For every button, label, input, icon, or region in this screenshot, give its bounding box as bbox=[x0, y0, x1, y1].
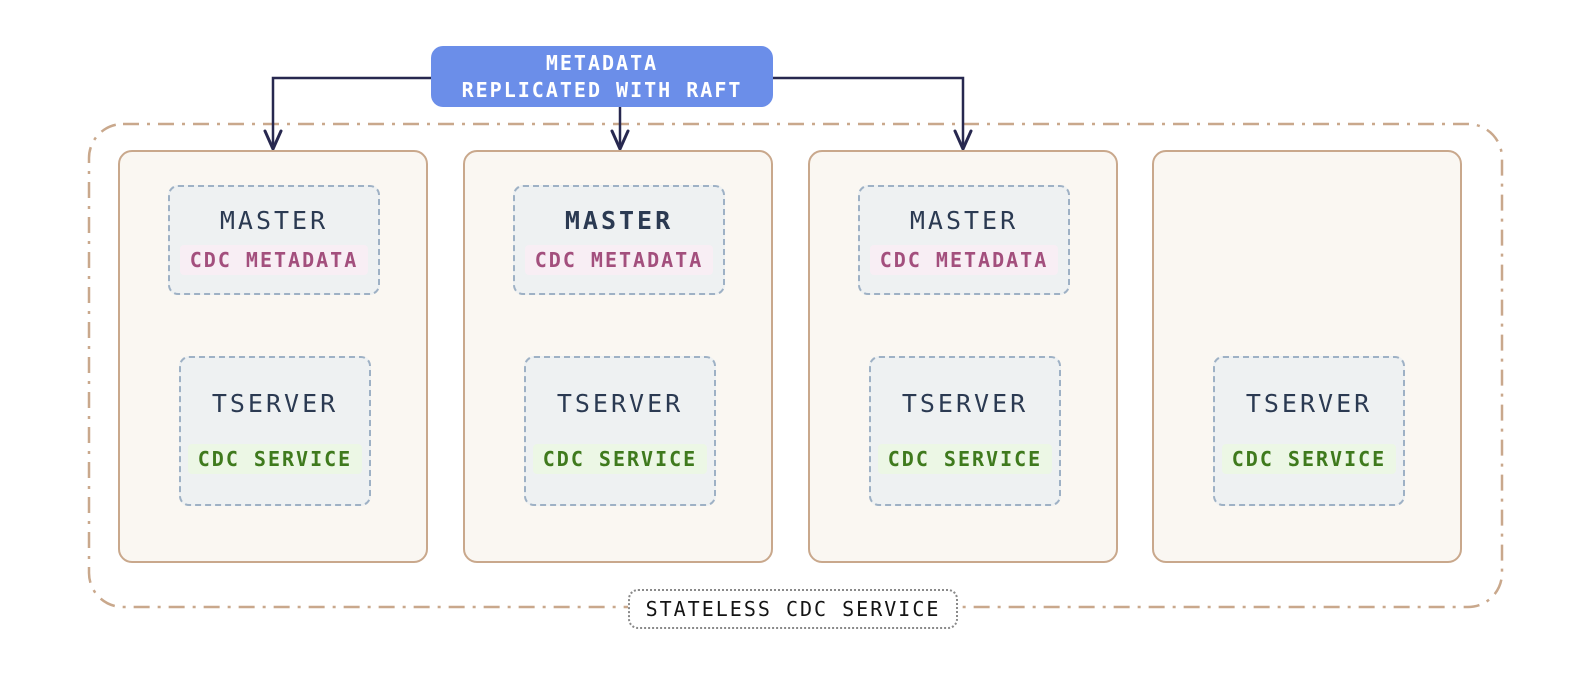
tserver-box: TSERVER CDC SERVICE bbox=[869, 356, 1061, 506]
master-box: MASTER CDC METADATA bbox=[858, 185, 1070, 295]
raft-arrow-middle-head-icon bbox=[610, 129, 630, 151]
raft-arrow-right-line bbox=[773, 76, 965, 145]
tserver-label: TSERVER bbox=[556, 388, 684, 418]
cdc-service-badge: CDC SERVICE bbox=[1221, 443, 1397, 474]
node-3: MASTER CDC METADATA TSERVER CDC SERVICE bbox=[808, 150, 1118, 563]
cdc-service-badge: CDC SERVICE bbox=[532, 443, 708, 474]
cdc-service-badge: CDC SERVICE bbox=[187, 443, 363, 474]
cdc-metadata-badge: CDC METADATA bbox=[524, 244, 714, 275]
master-label: MASTER bbox=[909, 205, 1019, 235]
master-label: MASTER bbox=[219, 205, 329, 235]
tserver-box: TSERVER CDC SERVICE bbox=[179, 356, 371, 506]
tserver-box: TSERVER CDC SERVICE bbox=[524, 356, 716, 506]
raft-arrow-right-head-icon bbox=[953, 129, 973, 151]
raft-metadata-box: METADATA REPLICATED WITH RAFT bbox=[431, 46, 773, 107]
cdc-service-badge: CDC SERVICE bbox=[877, 443, 1053, 474]
master-box: MASTER CDC METADATA bbox=[513, 185, 725, 295]
tserver-label: TSERVER bbox=[211, 388, 339, 418]
master-label: MASTER bbox=[564, 205, 674, 235]
tserver-box: TSERVER CDC SERVICE bbox=[1213, 356, 1405, 506]
cdc-metadata-badge: CDC METADATA bbox=[179, 244, 369, 275]
tserver-label: TSERVER bbox=[1245, 388, 1373, 418]
master-box: MASTER CDC METADATA bbox=[168, 185, 380, 295]
cluster-boundary bbox=[87, 122, 1504, 609]
tserver-label: TSERVER bbox=[901, 388, 1029, 418]
node-1: MASTER CDC METADATA TSERVER CDC SERVICE bbox=[118, 150, 428, 563]
node-2: MASTER CDC METADATA TSERVER CDC SERVICE bbox=[463, 150, 773, 563]
raft-box-line2: REPLICATED WITH RAFT bbox=[461, 77, 743, 102]
node-4: TSERVER CDC SERVICE bbox=[1152, 150, 1462, 563]
raft-arrow-left-head-icon bbox=[263, 129, 283, 151]
raft-box-line1: METADATA bbox=[545, 50, 659, 75]
cluster-label: STATELESS CDC SERVICE bbox=[628, 589, 958, 629]
cdc-metadata-badge: CDC METADATA bbox=[869, 244, 1059, 275]
raft-arrow-left-line bbox=[271, 76, 431, 145]
